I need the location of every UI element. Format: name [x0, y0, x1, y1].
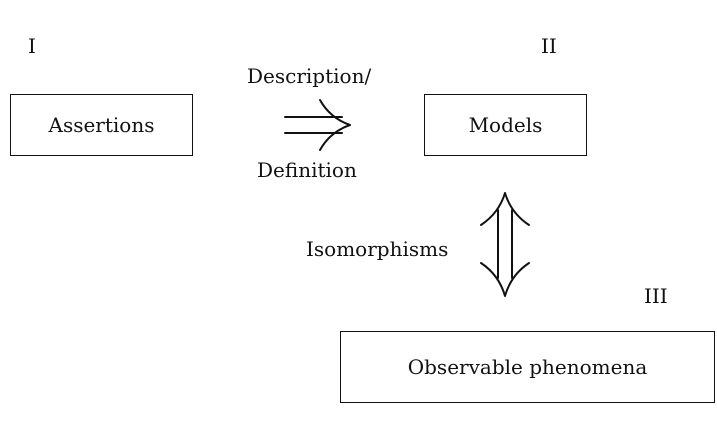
isomorphisms-label: Isomorphisms: [306, 237, 449, 261]
definition-label: Definition: [257, 158, 357, 182]
stage-label-three: III: [644, 284, 668, 308]
assertions-box: Assertions: [10, 94, 193, 156]
description-label: Description/: [247, 64, 372, 88]
observable-phenomena-box: Observable phenomena: [340, 331, 715, 403]
observable-phenomena-label: Observable phenomena: [407, 355, 648, 379]
assertions-label: Assertions: [48, 113, 155, 137]
double-right-arrow-icon: [284, 99, 351, 151]
models-box: Models: [424, 94, 587, 156]
stage-label-two: II: [541, 34, 557, 58]
stage-label-one: I: [28, 34, 36, 58]
double-vertical-arrow-icon: [480, 192, 530, 297]
models-label: Models: [468, 113, 543, 137]
